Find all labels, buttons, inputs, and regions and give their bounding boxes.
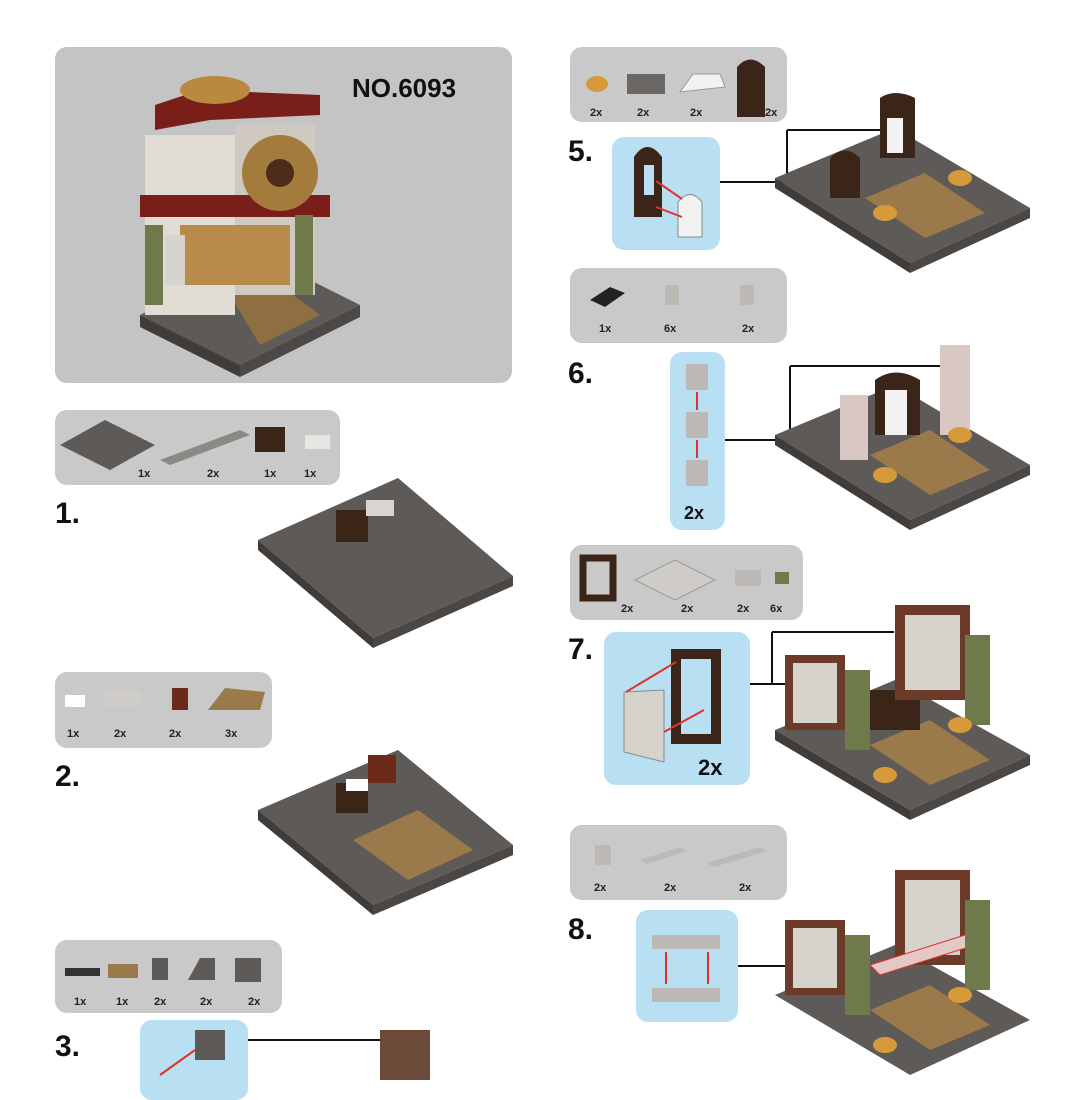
set-number: NO.6093 xyxy=(352,73,457,103)
step-6-part-count: 1x xyxy=(599,323,612,335)
step-5-number: 5. xyxy=(568,135,594,168)
step-7-part-count: 2x xyxy=(737,603,750,615)
step-6-number: 6. xyxy=(568,357,594,390)
step-2-part-count: 2x xyxy=(114,728,127,740)
step-5-part-count: 2x xyxy=(765,107,778,119)
step-7-callout-quantity: 2x xyxy=(698,755,723,780)
step-2-part-count: 3x xyxy=(225,728,238,740)
step-7-part-count: 2x xyxy=(681,603,694,615)
step-6-part-count: 6x xyxy=(664,323,677,335)
step-5-part-count: 2x xyxy=(590,107,603,119)
step-1-part-count: 2x xyxy=(207,468,220,480)
step-3-parts-icons xyxy=(65,958,261,982)
step-3-part-count: 2x xyxy=(154,996,167,1008)
finished-model-image xyxy=(140,76,360,377)
step-1-parts-icons xyxy=(60,420,330,470)
step-1-model-image xyxy=(258,478,513,648)
step-6-part-count: 2x xyxy=(742,323,755,335)
step-8-model-image xyxy=(775,870,1030,1075)
step-2-part-count: 1x xyxy=(67,728,80,740)
step-3-number: 3. xyxy=(55,1030,81,1063)
step-5-part-count: 2x xyxy=(690,107,703,119)
step-8-part-count: 2x xyxy=(739,882,752,894)
step-2-parts-icons xyxy=(65,688,265,710)
step-1-part-count: 1x xyxy=(138,468,151,480)
step-3-part-count: 1x xyxy=(116,996,129,1008)
step-1-part-count: 1x xyxy=(264,468,277,480)
step-3-part-count: 2x xyxy=(248,996,261,1008)
step-5-model-image xyxy=(775,93,1030,273)
step-5-assembly-image xyxy=(634,129,882,238)
step-7-part-count: 6x xyxy=(770,603,783,615)
step-6-callout-quantity: 2x xyxy=(684,503,705,523)
step-3-part-count: 1x xyxy=(74,996,87,1008)
step-7-assembly-image xyxy=(623,631,894,763)
step-7-parts-icons xyxy=(579,554,789,602)
step-8-callout xyxy=(636,910,738,1022)
step-1-part-count: 1x xyxy=(304,468,317,480)
step-3-part-count: 2x xyxy=(200,996,213,1008)
step-5-parts-icons xyxy=(586,59,765,117)
step-2-part-count: 2x xyxy=(169,728,182,740)
step-5-part-count: 2x xyxy=(637,107,650,119)
step-1-number: 1. xyxy=(55,497,81,530)
step-8-parts-icons xyxy=(595,845,767,867)
step-3-assembly-image xyxy=(159,1030,430,1080)
step-7-model-image xyxy=(775,605,1030,820)
step-2-number: 2. xyxy=(55,760,81,793)
step-6-model-image xyxy=(775,345,1030,530)
step-8-number: 8. xyxy=(568,913,594,946)
step-8-part-count: 2x xyxy=(664,882,677,894)
step-2-model-image xyxy=(258,750,513,915)
step-7-part-count: 2x xyxy=(621,603,634,615)
step-6-parts-icons xyxy=(590,285,754,307)
step-7-number: 7. xyxy=(568,633,594,666)
step-8-part-count: 2x xyxy=(594,882,607,894)
